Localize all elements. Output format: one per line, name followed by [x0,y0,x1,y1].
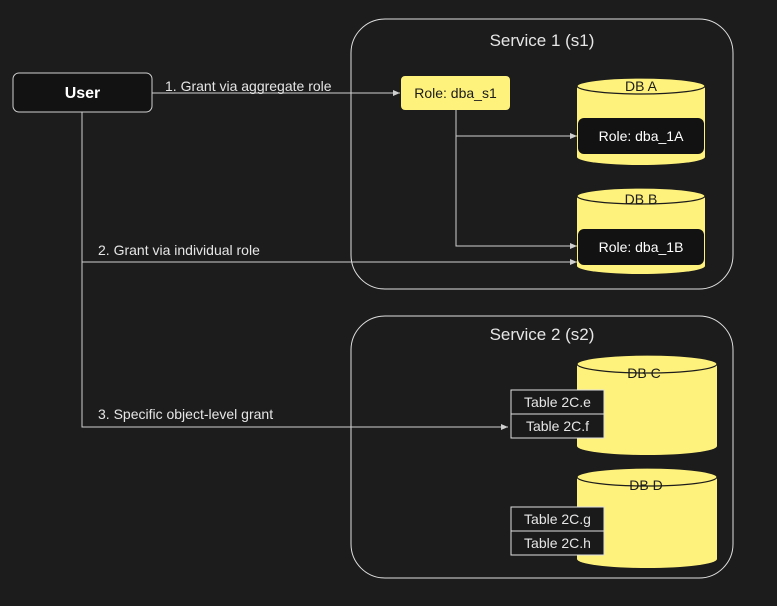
db-c-label: DB C [627,365,660,381]
table-2c-g-label: Table 2C.g [524,511,591,527]
service-1-title: Service 1 (s1) [490,31,595,50]
grant-edges [81,90,577,430]
table-2c-h-label: Table 2C.h [524,535,591,551]
db-b-label: DB B [625,191,658,207]
db-b-role-label: Role: dba_1B [599,239,684,255]
table-2c-f-label: Table 2C.f [526,418,589,434]
user-node[interactable]: User [12,72,153,113]
grant-label-1: 1. Grant via aggregate role [165,78,332,94]
db-d-cylinder[interactable]: DB D Table 2C.g Table 2C.h [510,467,718,568]
service-1-container: Service 1 (s1) [350,18,734,290]
table-row [510,413,605,439]
db-a-label: DB A [625,78,658,94]
user-label: User [65,85,101,102]
aggregate-role-label: Role: dba_s1 [414,85,497,101]
table-2c-e-label: Table 2C.e [524,394,591,410]
aggregate-role-node[interactable]: Role: dba_s1 [401,76,510,110]
db-c-cylinder[interactable]: DB C Table 2C.e Table 2C.f [510,354,718,455]
db-b-role-box [578,229,704,265]
grant-label-3: 3. Specific object-level grant [98,406,273,422]
db-a-cylinder[interactable]: DB A Role: dba_1A [576,77,706,165]
db-d-label: DB D [629,477,662,493]
edge-role-to-db-b [455,109,577,249]
table-row [510,506,605,532]
service-2-title: Service 2 (s2) [490,325,595,344]
db-b-cylinder[interactable]: DB B Role: dba_1B [576,187,706,274]
grant-label-2: 2. Grant via individual role [98,242,260,258]
edge-object-grant [81,112,508,430]
table-row [510,530,605,556]
service-2-container: Service 2 (s2) [350,315,734,579]
db-a-role-box [578,118,704,154]
db-a-role-label: Role: dba_1A [599,128,685,144]
